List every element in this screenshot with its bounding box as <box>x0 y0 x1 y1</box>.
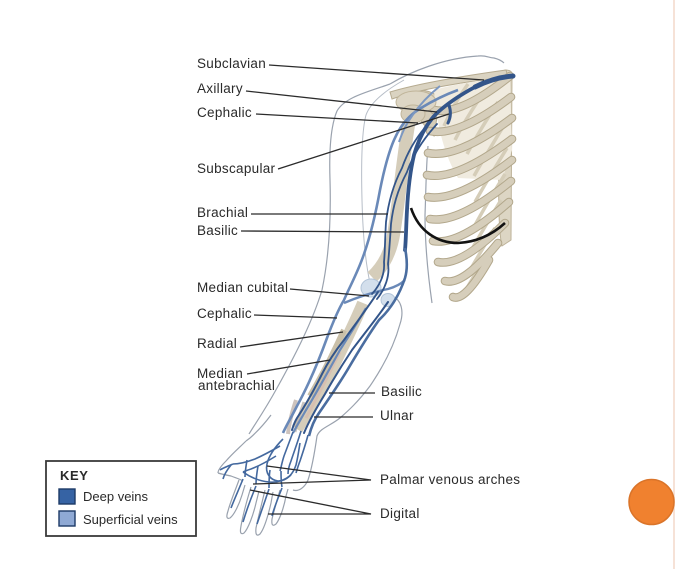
svg-text:Superficial veins: Superficial veins <box>83 512 178 527</box>
svg-text:Cephalic: Cephalic <box>197 105 252 120</box>
svg-text:antebrachial: antebrachial <box>198 378 275 393</box>
svg-text:Median cubital: Median cubital <box>197 280 288 295</box>
svg-text:Brachial: Brachial <box>197 205 248 220</box>
svg-text:Cephalic: Cephalic <box>197 306 252 321</box>
svg-text:Subclavian: Subclavian <box>197 56 266 71</box>
svg-text:KEY: KEY <box>60 468 89 483</box>
svg-text:Axillary: Axillary <box>197 81 243 96</box>
svg-text:Basilic: Basilic <box>381 384 422 399</box>
svg-text:Subscapular: Subscapular <box>197 161 276 176</box>
svg-text:Median: Median <box>197 366 243 381</box>
svg-text:Deep veins: Deep veins <box>83 489 149 504</box>
svg-text:Palmar venous arches: Palmar venous arches <box>380 472 520 487</box>
svg-text:Basilic: Basilic <box>197 223 238 238</box>
svg-text:Radial: Radial <box>197 336 237 351</box>
svg-text:Digital: Digital <box>380 506 420 521</box>
svg-text:Ulnar: Ulnar <box>380 408 414 423</box>
